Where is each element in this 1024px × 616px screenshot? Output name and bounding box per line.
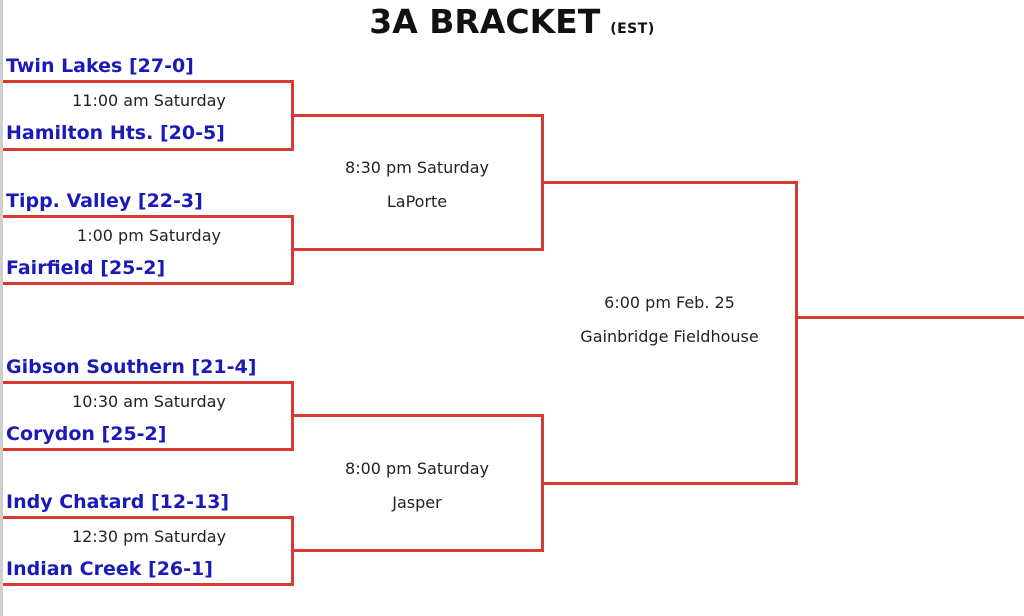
game-3-time: 10:30 am Saturday <box>72 392 226 411</box>
team-5: Gibson Southern [21-4] <box>6 356 257 378</box>
game-4-time: 12:30 pm Saturday <box>71 527 227 546</box>
semifinal-1-site: LaPorte <box>386 192 448 211</box>
bracket-line <box>291 414 544 417</box>
semifinal-2-site: Jasper <box>392 493 442 512</box>
team-3: Tipp. Valley [22-3] <box>6 190 203 212</box>
timezone-note: (EST) <box>610 21 655 37</box>
bracket-line <box>795 316 1024 319</box>
bracket-line <box>3 381 294 384</box>
semifinal-1-time: 8:30 pm Saturday <box>345 158 489 177</box>
bracket-line <box>3 80 294 83</box>
semifinal-2-time: 8:00 pm Saturday <box>345 459 489 478</box>
bracket-line <box>795 181 798 485</box>
team-7: Indy Chatard [12-13] <box>6 491 230 513</box>
bracket-line <box>291 248 544 251</box>
final-time: 6:00 pm Feb. 25 <box>604 293 735 312</box>
bracket-line <box>3 215 294 218</box>
bracket-line <box>3 516 294 519</box>
team-8: Indian Creek [26-1] <box>6 558 213 580</box>
team-1: Twin Lakes [27-0] <box>6 55 194 77</box>
bracket-line <box>3 583 294 586</box>
team-2: Hamilton Hts. [20-5] <box>6 122 225 144</box>
bracket-line <box>541 482 798 485</box>
game-1-time: 11:00 am Saturday <box>72 91 226 110</box>
page-title: 3A BRACKET (EST) <box>0 2 1024 41</box>
game-2-time: 1:00 pm Saturday <box>77 226 221 245</box>
bracket-line <box>3 282 294 285</box>
team-6: Corydon [25-2] <box>6 423 167 445</box>
left-edge-rule <box>0 0 3 616</box>
title-text: 3A BRACKET <box>369 2 601 41</box>
bracket-line <box>3 148 294 151</box>
bracket-line <box>541 181 798 184</box>
final-site: Gainbridge Fieldhouse <box>580 327 759 346</box>
bracket-line <box>3 448 294 451</box>
bracket-line <box>291 549 544 552</box>
team-4: Fairfield [25-2] <box>6 257 166 279</box>
bracket-line <box>291 114 544 117</box>
